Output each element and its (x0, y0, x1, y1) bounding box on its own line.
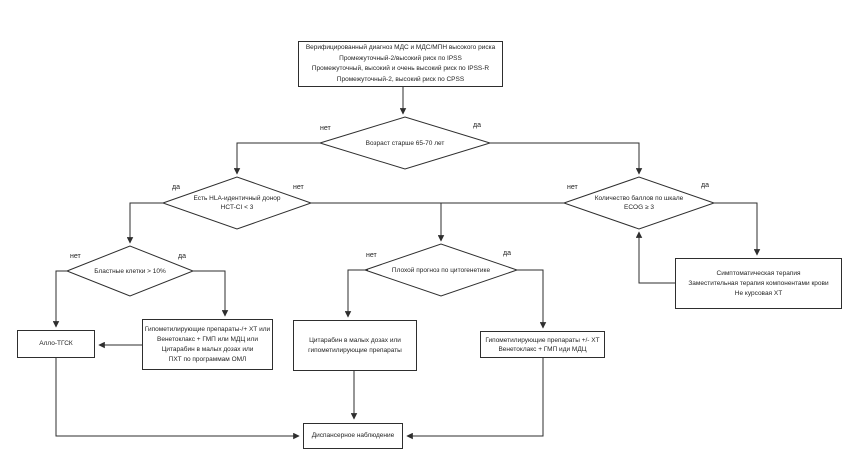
edge-label-ecog-no: нет (567, 184, 578, 191)
node-dispensary: Диспансерное наблюдение (303, 423, 403, 449)
connector-age-no-to-hla (233, 142, 320, 175)
edge-label-hla-no: нет (293, 184, 304, 191)
connector-cyto-yes-to-hma-xt (517, 269, 547, 329)
node-dispensary-text: Диспансерное наблюдение (311, 432, 395, 439)
node-cytarabine-text: Цитарабин в малых дозах или гипометилиру… (308, 336, 402, 354)
age-decision-text: Возраст старше 65-70 лет (365, 139, 445, 147)
node-cytarabine: Цитарабин в малых дозах или гипометилиру… (293, 320, 417, 371)
node-symptomatic-text: Симптоматическая терапия Заместительная … (688, 269, 829, 297)
connector-allo-to-dispensary (55, 358, 300, 440)
node-hma-xt: Гипометилирующие препараты +/- ХТ Венето… (480, 331, 605, 358)
node-hma-combo-text: Гипометилирующие препараты-/+ ХТ или Вен… (144, 325, 271, 363)
blast-decision-text: Бластные клетки > 10% (94, 267, 166, 275)
connector-hma-xt-to-dispensary (406, 358, 544, 440)
edge-label-cyto-no: нет (366, 252, 377, 259)
node-hma-combo: Гипометилирующие препараты-/+ ХТ или Вен… (142, 319, 273, 370)
node-allo-tgsk-text: Алло-ТГСК (39, 340, 73, 347)
connector-cyto-no-to-cytarabine (344, 269, 368, 318)
edge-label-ecog-yes: да (701, 182, 709, 189)
edge-label-cyto-yes: да (503, 250, 511, 257)
node-diagnosis: Верифицированный диагноз МДС и МДС/МПН в… (298, 41, 503, 87)
edge-label-blast-no: нет (70, 253, 81, 260)
connector-ecog-yes-to-sympt (714, 202, 761, 256)
node-diagnosis-text: Верифицированный диагноз МДС и МДС/МПН в… (305, 44, 496, 83)
connector-sympt-to-ecog-bottom (635, 231, 676, 284)
node-symptomatic: Симптоматическая терапия Заместительная … (675, 258, 842, 309)
edge-label-blast-yes: да (178, 253, 186, 260)
edge-label-hla-yes: да (172, 184, 180, 191)
ecog-decision-text: Количество баллов по шкале ECOG ≥ 3 (594, 195, 684, 211)
node-hma-xt-text: Гипометилирующие препараты +/- ХТ Венето… (485, 336, 600, 353)
hla-decision-text: Есть HLA-идентичный донор HCT-CI < 3 (193, 195, 281, 211)
connector-blast-yes-to-hma-combo (193, 270, 229, 317)
connector-age-yes-to-ecog (490, 142, 643, 175)
edge-label-age-yes: да (473, 122, 481, 129)
connector-hla-yes-to-blast (126, 202, 163, 244)
edge-label-age-no: нет (320, 125, 331, 132)
connector-blast-no-to-allo (52, 270, 67, 328)
node-allo-tgsk: Алло-ТГСК (17, 330, 95, 358)
cyto-decision-text: Плохой прогноз по цитогенетике (391, 266, 491, 274)
